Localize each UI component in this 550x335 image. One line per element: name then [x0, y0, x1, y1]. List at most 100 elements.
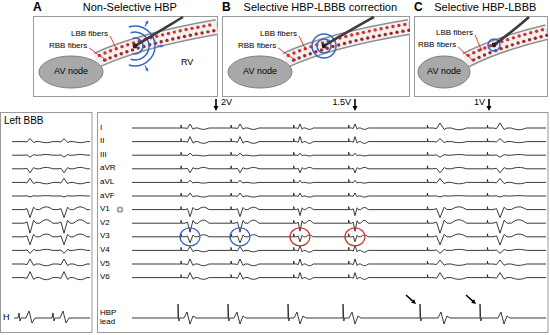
fiber-label: RBB fibers [418, 41, 456, 50]
leader-line [89, 48, 106, 60]
rbb-fiber [472, 58, 475, 61]
panel-frame [223, 17, 410, 97]
lbb-fiber [179, 29, 182, 32]
lead-tip [322, 44, 327, 49]
output-voltage: 1.5V [332, 98, 351, 108]
lbb-fiber [103, 51, 106, 54]
ecg-trace [12, 220, 90, 233]
lbb-fiber [368, 29, 371, 32]
lead-name: III [100, 151, 107, 160]
rbb-fiber [545, 34, 548, 37]
ecg-trace [12, 178, 90, 183]
fiber-label: LBB fibers [71, 30, 108, 39]
panel-title: Non-Selective HBP [83, 0, 177, 15]
ecg-trace [132, 166, 546, 173]
lbb-fiber [208, 23, 211, 26]
arrow-head [161, 44, 165, 48]
leader-dot [104, 59, 106, 61]
lbb-fiber [155, 35, 158, 38]
rbb-fiber [401, 30, 404, 33]
lbb-fiber [202, 24, 205, 27]
ecg-trace [132, 273, 546, 280]
arrow-head [145, 68, 148, 72]
arrow-shaft [157, 45, 161, 46]
lbb-fiber [374, 28, 377, 31]
ecg-trace [132, 152, 546, 157]
rbb-fiber [189, 34, 192, 37]
arrow-shaft [406, 295, 413, 301]
rbb-fiber [183, 35, 186, 38]
rbb-fiber [522, 40, 525, 43]
lbb-fiber [115, 47, 118, 50]
rbb-fiber [354, 39, 357, 42]
rbb-fiber [171, 37, 174, 40]
fiber-label: RBB fibers [238, 42, 276, 51]
beat-highlight [180, 228, 200, 246]
rbb-fiber [212, 29, 215, 32]
av-node-shape [418, 56, 470, 88]
lead-name: V5 [100, 260, 110, 269]
rbb-fiber [131, 48, 134, 51]
panel-heading: A Non-Selective HBP [33, 0, 218, 15]
rbb-fiber [483, 53, 486, 56]
lead-name: aVF [100, 192, 115, 201]
rbb-fiber [539, 35, 542, 38]
lead-name: V1 [100, 205, 110, 214]
beat-highlight [290, 228, 310, 246]
ecg-trace [132, 207, 546, 218]
beat-highlight [230, 228, 250, 246]
rbb-fiber [528, 38, 531, 41]
arrow-shaft [145, 23, 147, 27]
node-label: AV node [54, 67, 88, 77]
lbb-fiber [304, 47, 307, 50]
leader-dot [304, 47, 306, 49]
rbb-fiber [160, 40, 163, 43]
lbb-fiber [298, 49, 301, 52]
leader-line [475, 35, 481, 50]
output-voltage: 2V [221, 98, 232, 108]
rbb-fiber [120, 52, 123, 55]
rbb-fiber [477, 56, 480, 59]
panel-letter: A [33, 0, 42, 15]
leader-dot [480, 48, 482, 50]
lbb-fiber [167, 32, 170, 35]
lead-tip [133, 44, 138, 49]
lbb-fiber [517, 34, 520, 37]
arrow-shaft [215, 99, 217, 107]
ecg-trace [132, 245, 546, 253]
lbb-fiber [541, 28, 544, 31]
panel-letter: C [414, 0, 423, 15]
lead-name: V6 [100, 273, 110, 282]
lbb-fiber [190, 27, 193, 30]
ecg-trace [12, 196, 90, 197]
lbb-fiber [379, 27, 382, 30]
arrow-shaft [354, 99, 356, 107]
lbb-fiber [397, 24, 400, 27]
rbb-fiber [511, 43, 514, 46]
lead-marker [119, 208, 122, 211]
leader-dot [293, 59, 295, 61]
rbb-fiber [389, 32, 392, 35]
leader-line [110, 36, 116, 49]
arrow-head [214, 106, 219, 111]
panel-title: Selective HBP-LBBB [434, 0, 536, 15]
hbp-trace [132, 304, 546, 324]
rbb-fiber [331, 45, 334, 48]
lead-name: V3 [100, 232, 110, 241]
ecg-trace [12, 155, 90, 158]
ecg-trace [132, 178, 546, 183]
rbb-fiber [108, 56, 111, 59]
illustration-panel: A Non-Selective HBP AV node LBB fibersRBB f… [33, 0, 218, 97]
lbb-fiber [184, 28, 187, 31]
ecg-trace [12, 259, 90, 266]
leader-line [299, 36, 305, 49]
capture-wave [133, 38, 143, 54]
leader-line [458, 47, 473, 60]
rbb-fiber [177, 36, 180, 39]
rbb-fiber [488, 51, 491, 54]
ecg-trace [132, 123, 546, 130]
illustration-panel: BSelective HBP-LBBB correctionAV nodeLBB… [222, 0, 410, 97]
fiber-label: RBB fibers [49, 42, 87, 51]
rbb-fiber [343, 42, 346, 45]
lead-name: H [3, 313, 10, 323]
